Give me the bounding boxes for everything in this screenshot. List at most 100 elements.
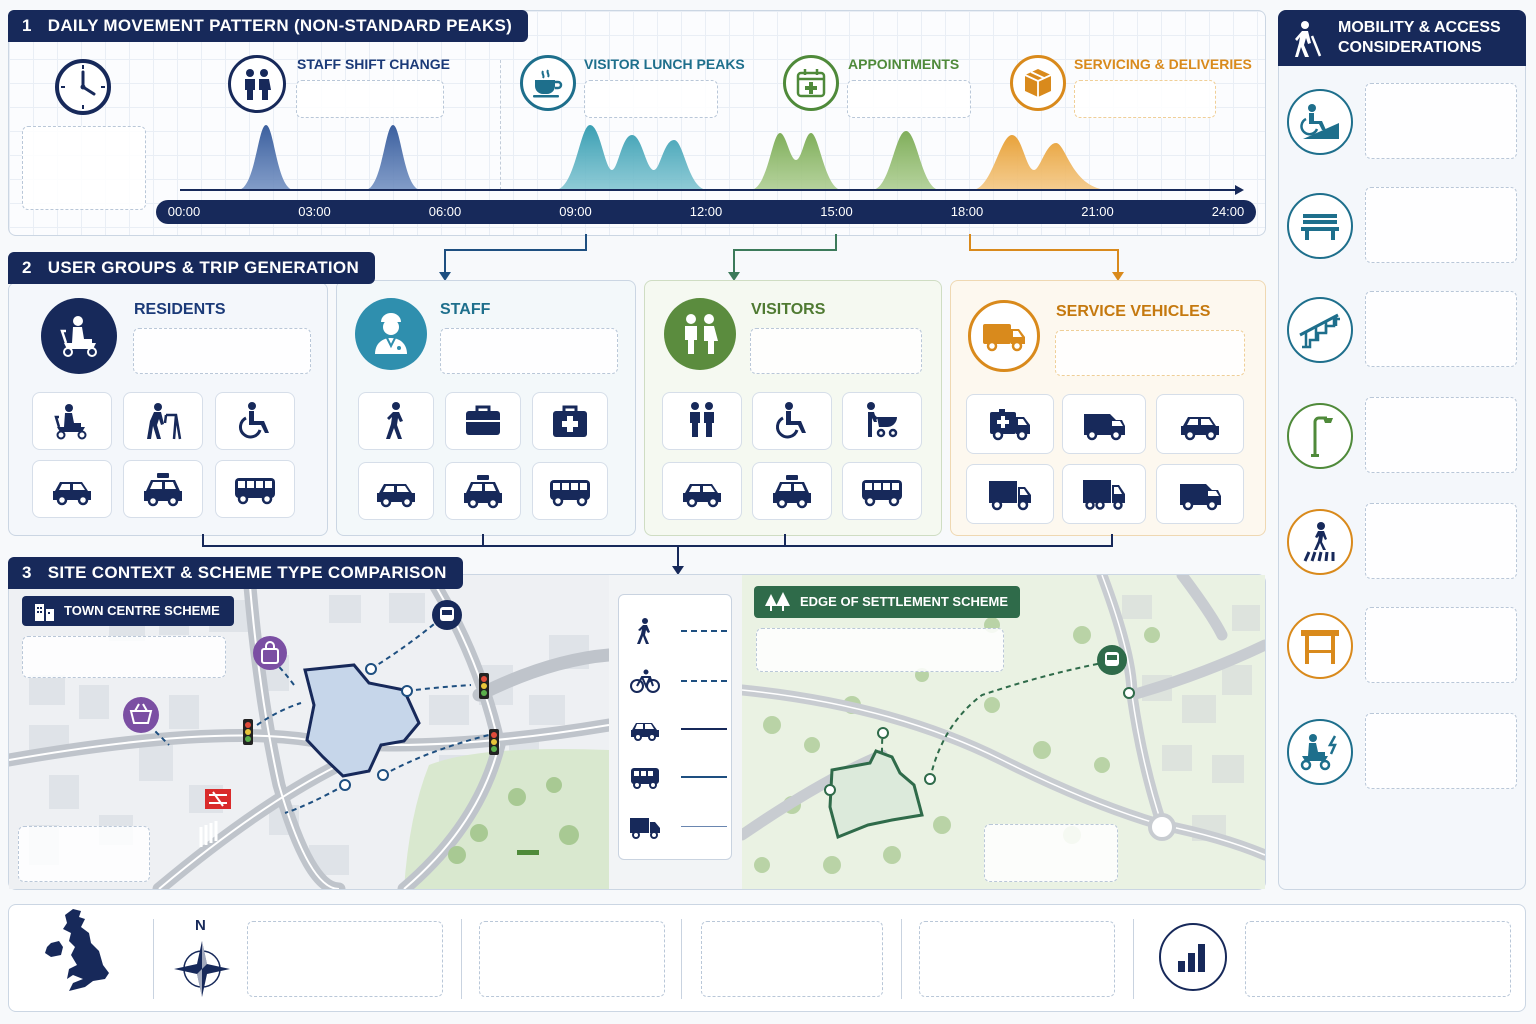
- edge-settlement-note-box: [756, 628, 1004, 672]
- timeline-tick-0600: 06:00: [428, 204, 462, 219]
- tile-service-rigid-lorry: [1062, 464, 1146, 524]
- staff-nurse-icon: [355, 298, 427, 370]
- shopping-basket-icon: [123, 697, 159, 733]
- tile-visitors-couple: [662, 392, 742, 450]
- daily-movement-panel: [8, 10, 1266, 236]
- legend-car: [629, 715, 729, 745]
- street-lamp-icon: [1287, 403, 1353, 469]
- peak-label-visitor: VISITOR LUNCH PEAKS: [584, 56, 745, 72]
- tile-service-van: [1062, 394, 1146, 454]
- zebra-crossing: [199, 821, 218, 847]
- staff-shift-note-box: [296, 80, 444, 118]
- tile-visitors-pram: [842, 392, 922, 450]
- ramp-note-box: [1365, 83, 1517, 159]
- tile-residents-wheelchair: [215, 392, 295, 450]
- tile-service-ambulance: [966, 394, 1054, 454]
- bus-stop-icon: [432, 600, 462, 630]
- town-centre-label: TOWN CENTRE SCHEME: [64, 603, 220, 618]
- mobility-scooter-charging-icon: [1287, 719, 1353, 785]
- servicing-note-box: [1074, 80, 1216, 118]
- section2-title: USER GROUPS & TRIP GENERATION: [47, 258, 360, 277]
- tile-visitors-taxi: [752, 462, 832, 520]
- mobility-item-lamp: [1287, 397, 1523, 475]
- peak-appointments-1: [750, 133, 842, 190]
- park-trees: [448, 777, 579, 864]
- group-name-residents: RESIDENTS: [134, 301, 226, 318]
- edge-site-boundary: [828, 749, 924, 840]
- residents-scooter-icon: [41, 298, 117, 374]
- mobility-item-shelter: [1287, 607, 1523, 685]
- group-name-staff: STAFF: [440, 301, 491, 318]
- residents-note-box: [133, 328, 311, 374]
- tile-staff-pedestrian: [358, 392, 434, 450]
- group-name-visitors: VISITORS: [751, 301, 826, 318]
- timeline-tick-0900: 09:00: [559, 204, 592, 219]
- charging-note-box: [1365, 713, 1517, 789]
- mobility-item-handrail: [1287, 291, 1523, 369]
- legend-lorry: [629, 813, 729, 843]
- tile-residents-scooter: [32, 392, 112, 450]
- peak-label-staff: STAFF SHIFT CHANGE: [297, 56, 450, 72]
- handrail-steps-icon: [1287, 297, 1353, 363]
- clock-icon: [55, 59, 111, 115]
- clock-note-box: [22, 126, 146, 210]
- appointments-calendar-icon: [783, 55, 839, 111]
- tile-residents-minibus: [215, 460, 295, 518]
- crossing-note-box: [1365, 503, 1517, 579]
- town-centre-badge: TOWN CENTRE SCHEME: [22, 596, 234, 626]
- chart-arrow-head: [1235, 185, 1244, 195]
- legend-bus: [629, 763, 729, 793]
- mobility-header: MOBILITY & ACCESS CONSIDERATIONS: [1278, 10, 1526, 66]
- mobility-title-line2: CONSIDERATIONS: [1338, 39, 1482, 56]
- tile-visitors-minibus: [842, 462, 922, 520]
- uk-map-icon: [45, 909, 109, 991]
- walking-cane-icon: [1295, 21, 1322, 57]
- footer-divider-1: [153, 919, 154, 999]
- appointments-note-box: [847, 80, 971, 118]
- trees-icon: [765, 592, 790, 611]
- tile-staff-first-aid: [532, 392, 608, 450]
- visitors-note-box: [750, 328, 922, 374]
- park-bench: [517, 850, 539, 855]
- roundabout: [1148, 813, 1176, 841]
- compass-rose-icon: [174, 941, 230, 997]
- tile-service-car: [1156, 394, 1244, 454]
- tile-staff-briefcase: [445, 392, 521, 450]
- footer-divider-2: [461, 919, 462, 999]
- section3-title: SITE CONTEXT & SCHEME TYPE COMPARISON: [47, 563, 447, 582]
- rural-bus-stop-icon: [1097, 645, 1127, 675]
- tile-residents-walking-frame: [123, 392, 203, 450]
- tile-residents-taxi: [123, 460, 203, 518]
- compass-north-label: N: [195, 917, 206, 934]
- tile-staff-taxi: [445, 462, 521, 520]
- pedestrian-crossing-icon: [1287, 509, 1353, 575]
- footer-note-box-3: [701, 921, 883, 997]
- legend-cycle: [629, 667, 729, 697]
- town-centre-note-box-2: [18, 826, 150, 882]
- mode-legend: [618, 594, 732, 860]
- legend-walk: [629, 617, 729, 647]
- peak-servicing: [972, 135, 1110, 190]
- staff-shift-icon: [228, 55, 286, 113]
- lamp-note-box: [1365, 397, 1517, 473]
- footer-divider-5: [1133, 919, 1134, 999]
- edge-settlement-note-box-2: [984, 824, 1118, 882]
- timeline-tick-0300: 03:00: [298, 204, 331, 219]
- flow-connectors-top: [439, 234, 1124, 281]
- accessible-ramp-icon: [1287, 89, 1353, 155]
- service-note-box: [1055, 330, 1245, 376]
- footer-panel: N: [8, 904, 1526, 1012]
- edge-settlement-label: EDGE OF SETTLEMENT SCHEME: [800, 594, 1009, 609]
- section3-number: 3: [22, 563, 32, 582]
- section3-tab: 3 SITE CONTEXT & SCHEME TYPE COMPARISON: [8, 557, 463, 589]
- town-site-boundary: [303, 663, 421, 778]
- traffic-light-icon: [243, 673, 499, 755]
- bench-icon: [1287, 193, 1353, 259]
- section1-title: DAILY MOVEMENT PATTERN (NON-STANDARD PEA…: [47, 16, 513, 35]
- tile-visitors-wheelchair: [752, 392, 832, 450]
- staff-note-box: [440, 328, 618, 374]
- footer-divider-4: [901, 919, 902, 999]
